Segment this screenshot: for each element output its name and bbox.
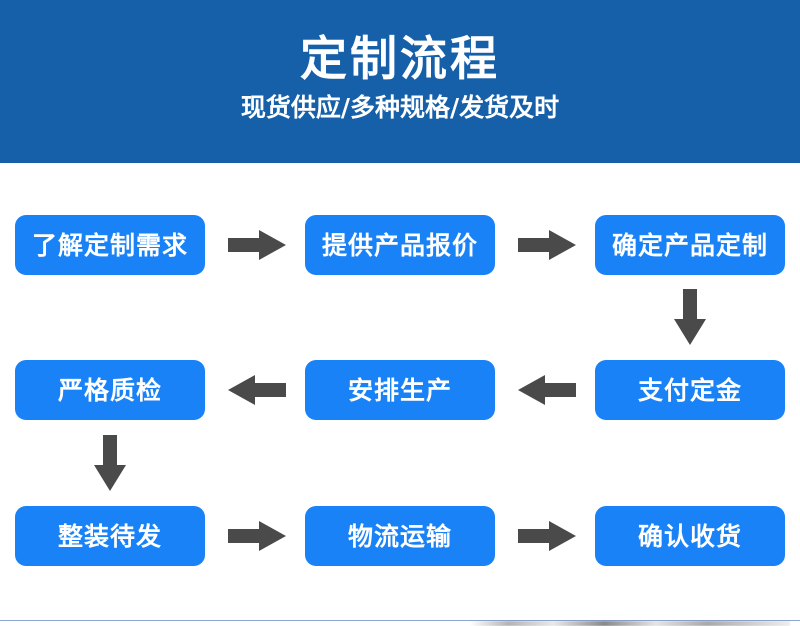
bottom-edge-artifact [470,621,790,626]
arrow-right-icon [518,229,576,261]
step-box-2[interactable]: 提供产品报价 [305,215,495,275]
arrow-right-icon [228,520,286,552]
arrow-left-icon [228,374,286,406]
step-label-8: 物流运输 [347,521,452,551]
step-box-8[interactable]: 物流运输 [305,506,495,566]
step-label-2: 提供产品报价 [321,230,478,260]
step-box-1[interactable]: 了解定制需求 [15,215,205,275]
step-box-4[interactable]: 支付定金 [595,360,785,420]
page-title: 定制流程 [300,32,500,88]
arrow-right-icon [228,229,286,261]
step-box-5[interactable]: 安排生产 [305,360,495,420]
bottom-divider [0,620,800,621]
arrow-down-icon [673,289,707,345]
process-flow-diagram: 了解定制需求 提供产品报价 确定产品定制 严格质检 [0,163,800,626]
step-label-5: 安排生产 [347,375,452,405]
header-banner: 定制流程 现货供应/多种规格/发货及时 [0,0,800,163]
step-label-1: 了解定制需求 [31,230,188,260]
step-label-4: 支付定金 [637,375,742,405]
step-box-7[interactable]: 整装待发 [15,506,205,566]
arrow-left-icon [518,374,576,406]
page-subtitle: 现货供应/多种规格/发货及时 [240,93,560,123]
step-label-3: 确定产品定制 [611,230,768,260]
step-box-9[interactable]: 确认收货 [595,506,785,566]
arrow-right-icon [518,520,576,552]
arrow-down-icon [93,435,127,491]
step-label-9: 确认收货 [637,521,742,551]
step-label-7: 整装待发 [57,521,162,551]
step-box-3[interactable]: 确定产品定制 [595,215,785,275]
step-label-6: 严格质检 [57,375,162,405]
step-box-6[interactable]: 严格质检 [15,360,205,420]
